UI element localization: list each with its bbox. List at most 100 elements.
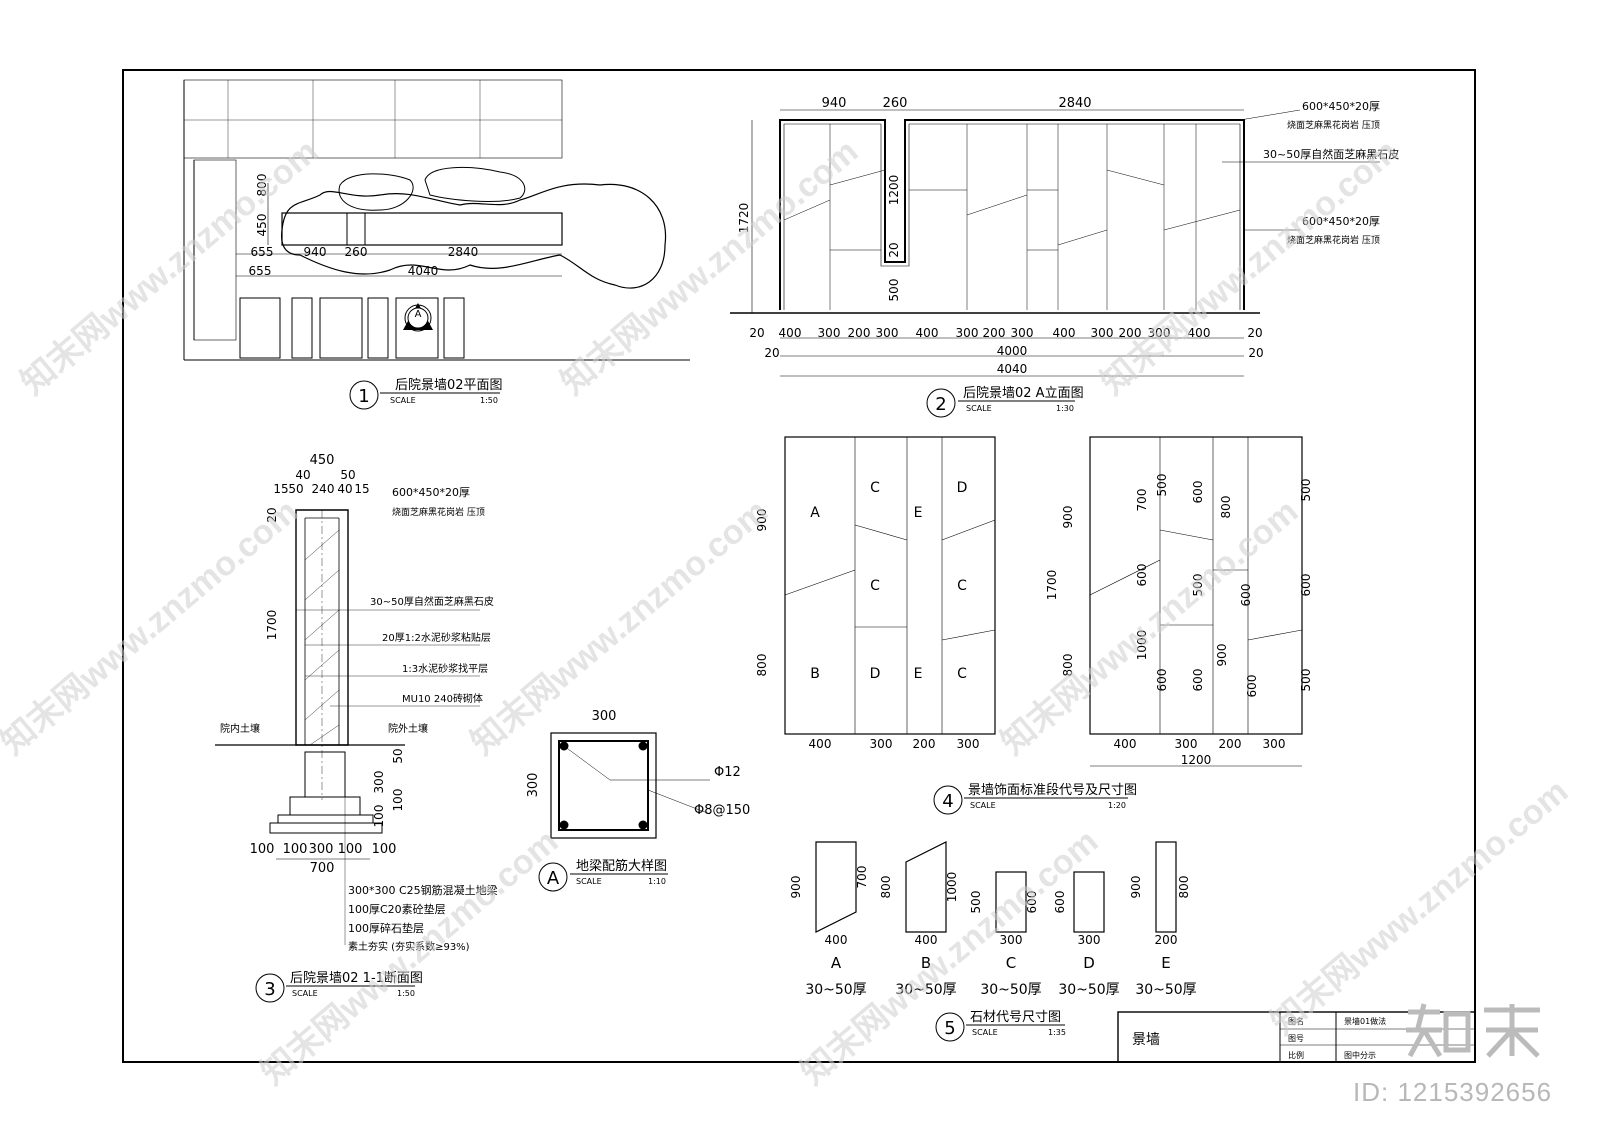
v5-piece-code: B — [921, 954, 931, 972]
v2-dim-500: 500 — [887, 279, 901, 302]
v5-piece-code: D — [1083, 954, 1095, 972]
v4-code: D — [957, 480, 968, 496]
v3-dim-40: 40 — [295, 468, 310, 482]
v5-scale: 1:35 — [1048, 1028, 1066, 1037]
v2-bottom-dim: 300 — [818, 326, 841, 340]
title-block-k2: 图号 — [1288, 1034, 1304, 1043]
v5-piece-h1: 900 — [789, 876, 803, 899]
sheet-border — [122, 69, 1476, 1063]
v2-dim-1200: 1200 — [887, 175, 901, 206]
v3-found-1: 300*300 C25钢筋混凝土地梁 — [348, 883, 498, 897]
v2-dim-940: 940 — [822, 96, 847, 111]
v4-inner-dim: 600 — [1135, 564, 1149, 587]
v3-dim-15b: 15 — [354, 482, 369, 496]
v1-scale-label: SCALE — [390, 396, 416, 405]
v3-dim-15a: 15 — [273, 482, 288, 496]
v3-scale-label: SCALE — [292, 989, 318, 998]
v3-dim-100b: 100 — [372, 805, 386, 828]
v1-dim-450: 450 — [255, 214, 269, 237]
vA-dim-w: 300 — [592, 709, 617, 724]
v4-code: C — [957, 666, 967, 682]
v1-num: 1 — [358, 386, 369, 407]
v3-dim-50v: 50 — [391, 748, 405, 763]
v2-note-5: 烧面芝麻黑花岗岩 压顶 — [1287, 234, 1380, 246]
view-3-section: 450 40 50 15 50 240 40 15 20 1700 50 300… — [215, 453, 498, 1003]
v4-code: C — [870, 578, 880, 594]
v2-dim-20: 20 — [887, 242, 901, 257]
v2-num: 2 — [935, 394, 946, 415]
v5-piece-thk: 30~50厚 — [980, 982, 1041, 998]
v2-note-1: 600*450*20厚 — [1302, 100, 1380, 113]
v5-piece-w: 200 — [1155, 933, 1178, 947]
v5-piece-h1: 600 — [1053, 891, 1067, 914]
v1-dim-4040: 4040 — [408, 264, 439, 278]
view-1-plan: A 940 260 2840 655 655 4040 800 450 1 后院… — [183, 79, 690, 410]
title-block-k1: 图名 — [1288, 1016, 1304, 1026]
v2-dim-4040: 4040 — [997, 362, 1028, 376]
v3-dim-700: 700 — [310, 861, 335, 876]
v2-bottom-dim: 400 — [1053, 326, 1076, 340]
v4-inner-dim: 600 — [1239, 584, 1253, 607]
v4-left-dim: 300 — [957, 737, 980, 751]
v3-dim-100a: 100 — [391, 789, 405, 812]
v4-inner-dim: 1000 — [1135, 630, 1149, 661]
v2-dim-20b: 20 — [1248, 346, 1263, 360]
v4-r-dim-800: 800 — [1061, 654, 1075, 677]
v4-inner-dim: 500 — [1299, 669, 1313, 692]
v3-outer-label: 院外土壤 — [388, 722, 428, 735]
v1-dim-800: 800 — [255, 174, 269, 197]
vA-rebar-stir: Φ8@150 — [694, 803, 750, 818]
title-block-name: 景墙 — [1132, 1032, 1160, 1048]
v4-r-dim-1700: 1700 — [1045, 570, 1059, 601]
v5-piece-h2: 800 — [1177, 876, 1191, 899]
v2-bottom-dim: 300 — [876, 326, 899, 340]
v2-bottom-dim: 300 — [956, 326, 979, 340]
v2-scale: 1:30 — [1056, 404, 1074, 413]
v2-bottom-dim: 300 — [1011, 326, 1034, 340]
v4-inner-dim: 600 — [1245, 675, 1259, 698]
v3-num: 3 — [264, 979, 275, 1000]
v2-bottom-dim: 200 — [1119, 326, 1142, 340]
v3-dim-20: 20 — [265, 507, 279, 522]
v5-piece-w: 300 — [1000, 933, 1023, 947]
v5-piece-thk: 30~50厚 — [805, 982, 866, 998]
v5-piece-w: 300 — [1078, 933, 1101, 947]
v2-bottom-dim: 400 — [779, 326, 802, 340]
vA-title: 地梁配筋大样图 — [576, 858, 667, 874]
vA-scale-label: SCALE — [576, 877, 602, 886]
v2-bottom-dim: 200 — [848, 326, 871, 340]
v4-dim-800: 800 — [755, 654, 769, 677]
v3-dim-50: 50 — [340, 468, 355, 482]
v1-section-mark: A — [415, 309, 422, 320]
v4-code: A — [810, 505, 820, 521]
v3-dim-1700: 1700 — [265, 610, 279, 641]
v5-piece-h2: 1000 — [945, 872, 959, 903]
v2-scale-label: SCALE — [966, 404, 992, 413]
v2-dim-1720: 1720 — [737, 203, 751, 234]
v3-dim-40b: 40 — [337, 482, 352, 496]
vA-scale: 1:10 — [648, 877, 666, 886]
v4-scale: 1:20 — [1108, 801, 1126, 810]
v4-right-dim: 400 — [1114, 737, 1137, 751]
v3-dim-50b: 50 — [288, 482, 303, 496]
title-block-v1: 景墙01做法 — [1344, 1016, 1386, 1026]
v4-code: B — [810, 666, 820, 682]
view-a-beam: 300 300 Φ12 Φ8@150 A 地梁配筋大样图 SCALE 1:10 — [526, 709, 750, 892]
watermark-logo — [1406, 1003, 1540, 1058]
v5-title: 石材代号尺寸图 — [970, 1010, 1061, 1025]
v4-inner-dim: 600 — [1191, 669, 1205, 692]
v2-bottom-dim: 20 — [749, 326, 764, 340]
v3-scale: 1:50 — [397, 989, 415, 998]
v4-right-dim: 200 — [1219, 737, 1242, 751]
v2-note-3: 30~50厚自然面芝麻黑石皮 — [1263, 147, 1399, 161]
v2-note-2: 烧面芝麻黑花岗岩 压顶 — [1287, 119, 1380, 131]
v4-r-dim-900: 900 — [1061, 506, 1075, 529]
